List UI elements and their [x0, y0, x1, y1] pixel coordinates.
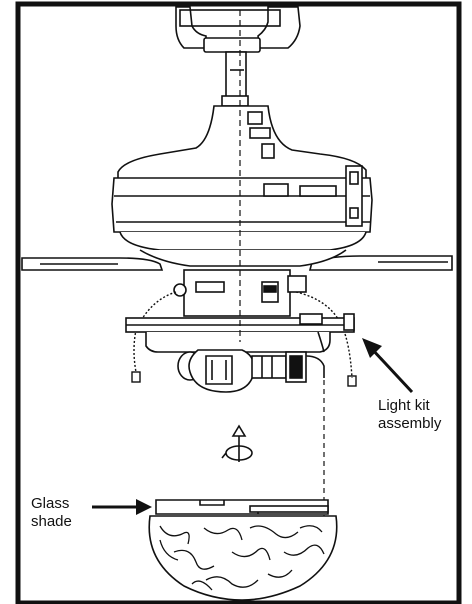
glass-shade-label: Glass shade [31, 495, 91, 531]
fan-canopy [175, 6, 301, 53]
bulbs [177, 349, 325, 393]
light-kit-pointer-icon [362, 338, 414, 394]
glass-pointer-icon [92, 499, 152, 515]
glass-label-line2: shade [31, 513, 72, 530]
fan-blades [21, 249, 453, 271]
motor-housing-top [117, 105, 367, 181]
motor-body [111, 165, 373, 251]
downrod [221, 51, 249, 107]
diagram-frame [15, 1, 462, 604]
glass-shade-bowl [148, 515, 338, 601]
light-kit-label-line2: assembly [378, 415, 442, 432]
glass-label-line1: Glass [31, 495, 70, 512]
switch-housing [173, 269, 307, 317]
light-kit-label-line1: Light kit [378, 397, 430, 414]
glass-shade-collar [155, 499, 329, 515]
rotate-arrow-icon [221, 424, 253, 462]
light-kit-assembly-label: Light kit assembly [378, 397, 468, 433]
